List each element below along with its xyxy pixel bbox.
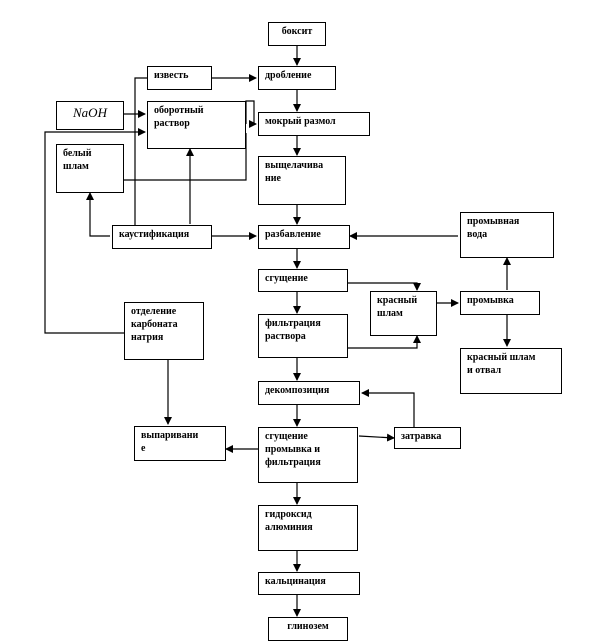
node-otdel: отделение карбоната натрия <box>124 302 204 360</box>
node-drobl: дробление <box>258 66 336 90</box>
arrow-filtr-kras <box>348 335 421 349</box>
arrow-zatravka-dekomp <box>361 389 415 428</box>
arrow-izvest-kaust <box>134 77 147 240</box>
node-gidrox: гидроксид алюминия <box>258 505 358 551</box>
node-dekomp: декомпозиция <box>258 381 360 405</box>
node-vypar: выпаривани е <box>134 426 226 461</box>
arrow-sgush2-zatravka <box>358 433 395 442</box>
node-kalc: кальцинация <box>258 572 360 595</box>
node-izvest: известь <box>147 66 212 90</box>
node-prom: промывка <box>460 291 540 315</box>
arrow-kaust-belyi <box>86 192 110 237</box>
node-kras-otval: красный шлам и отвал <box>460 348 562 394</box>
node-belyi: белый шлам <box>56 144 124 193</box>
node-zatravka: затравка <box>394 427 461 449</box>
node-promvoda: промывная вода <box>460 212 554 258</box>
node-filtr: фильтрация раствора <box>258 314 348 358</box>
node-mokr: мокрый размол <box>258 112 370 136</box>
arrow-oborot-mokr <box>245 100 257 128</box>
node-sgush: сгущение <box>258 269 348 292</box>
node-sgush2: сгущение промывка и фильтрация <box>258 427 358 483</box>
node-razb: разбавление <box>258 225 350 249</box>
arrow-otdel-oborot <box>44 128 146 334</box>
node-vysh: выщелачива ние <box>258 156 346 205</box>
node-oborot: оборотный раствор <box>147 101 246 149</box>
node-glinozem: глинозем <box>268 617 348 641</box>
node-boksit: боксит <box>268 22 326 46</box>
arrow-sgush-kras <box>348 282 421 291</box>
node-kras: красный шлам <box>370 291 437 336</box>
node-naoh: NaOH <box>56 101 124 130</box>
line-belyi-mokr <box>124 133 247 181</box>
node-kaust: каустификация <box>112 225 212 249</box>
